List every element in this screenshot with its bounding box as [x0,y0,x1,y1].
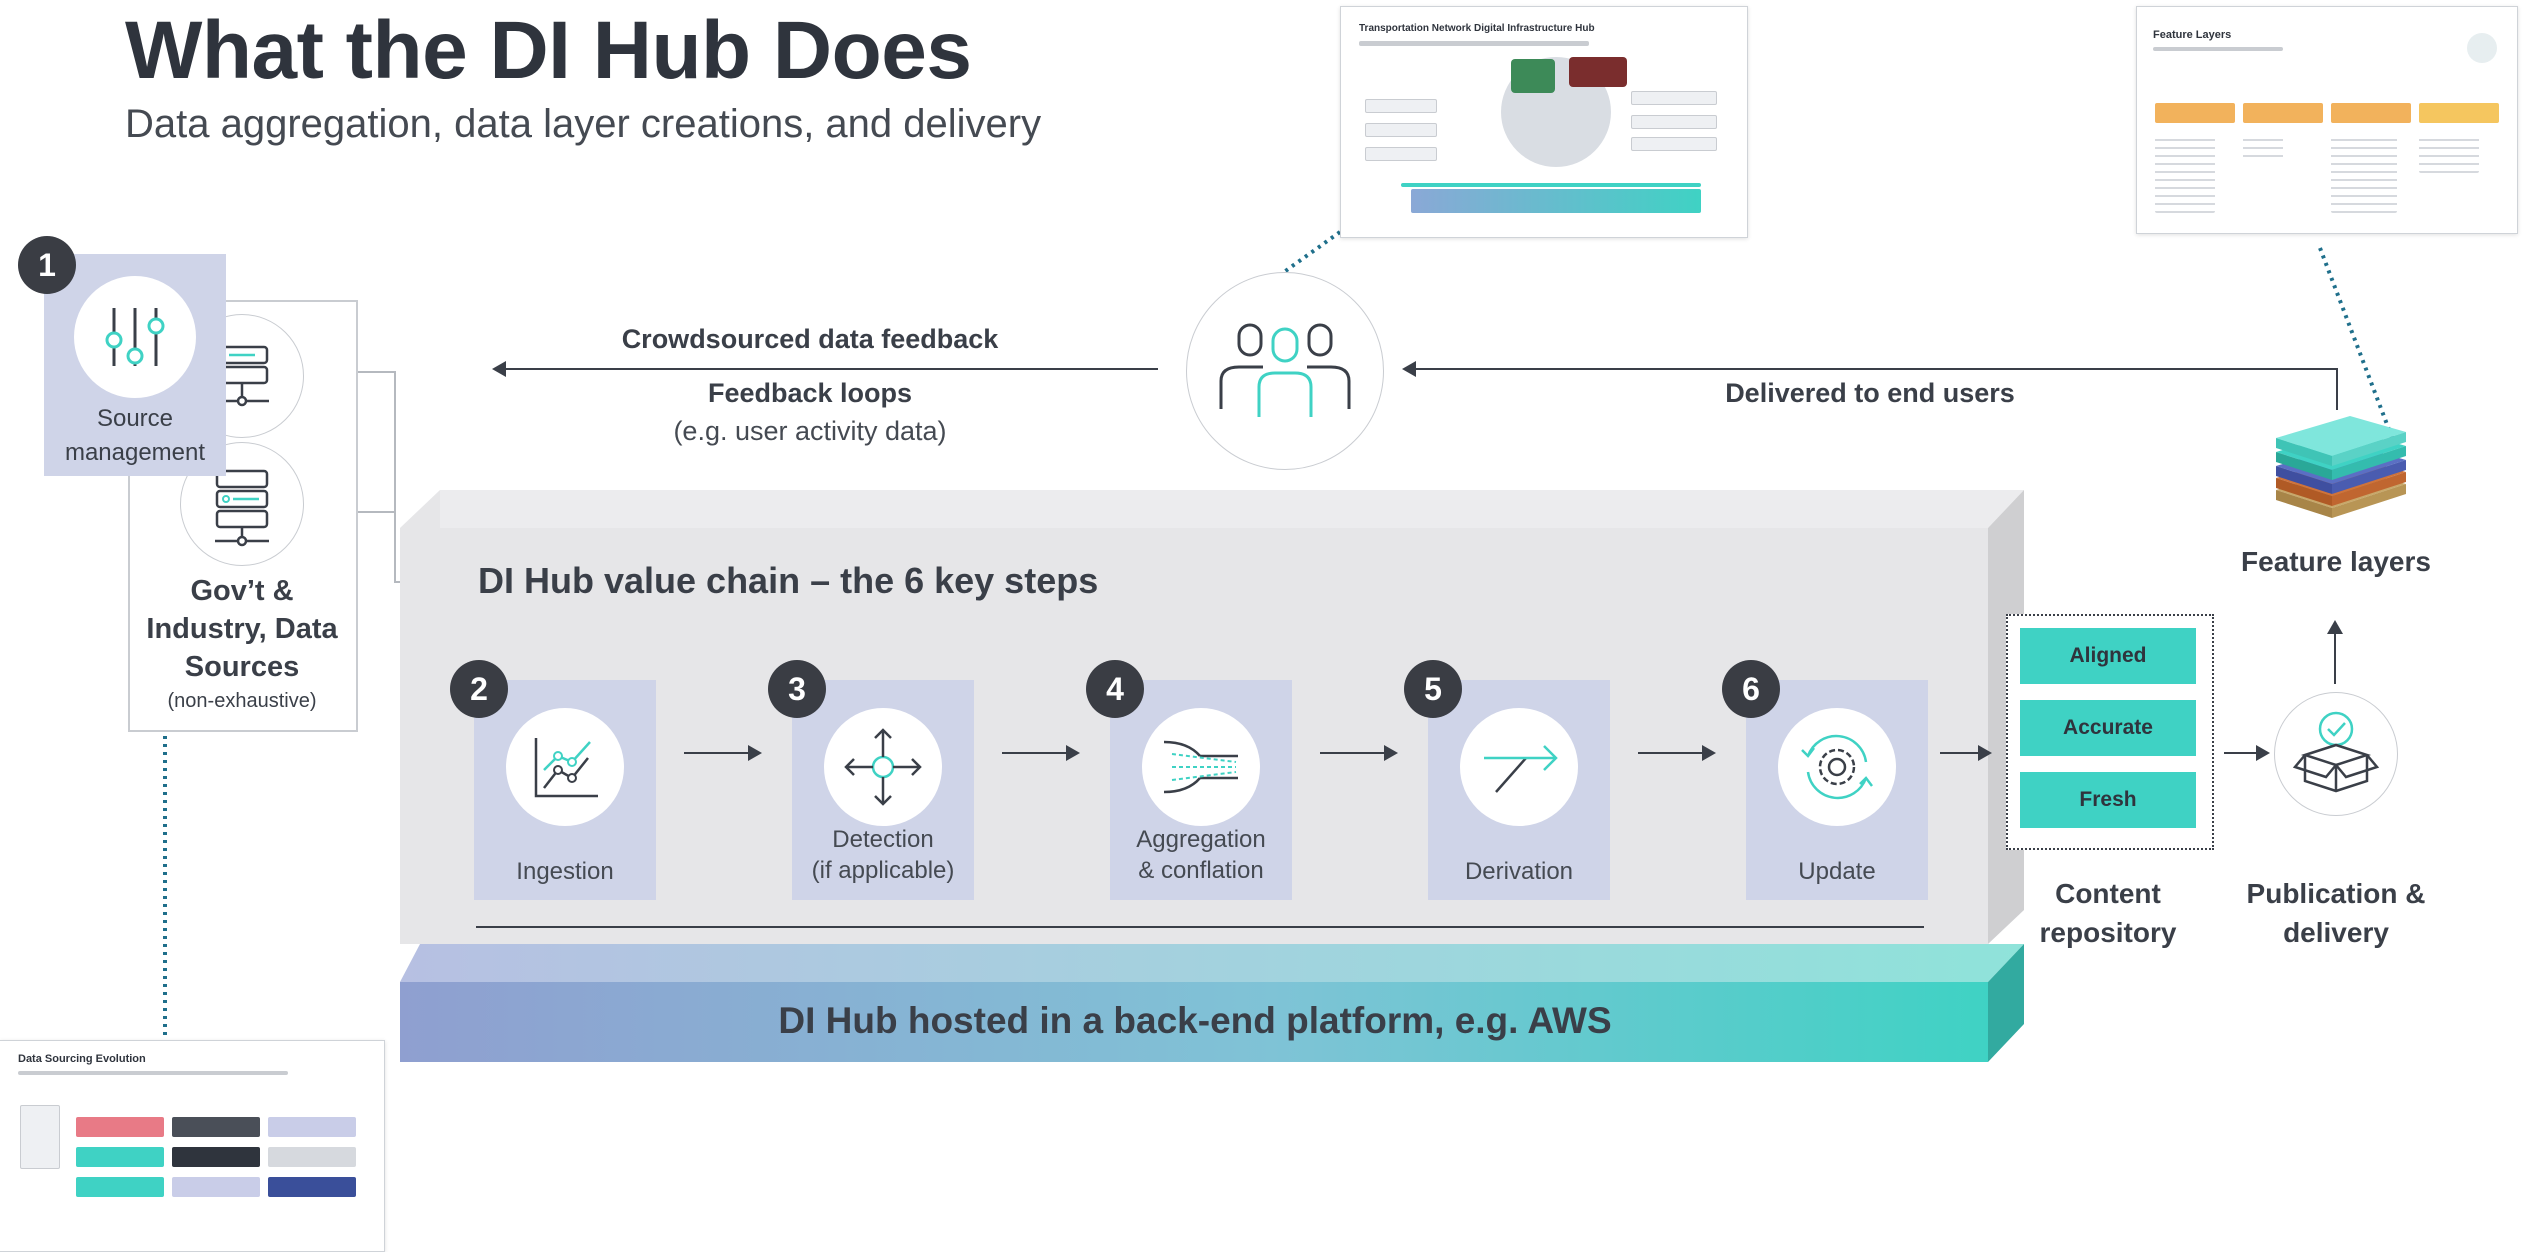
line-chart-icon [506,708,624,826]
step-label: Ingestion [516,858,614,885]
step-badge-5: 5 [1404,660,1462,718]
move-arrows-icon [824,708,942,826]
repo-item-aligned: Aligned [2020,628,2196,684]
feature-layers-thumbnail[interactable]: Feature Layers [2136,6,2518,234]
step-label: Detection (if applicable) [811,826,955,884]
data-sourcing-thumb-title: Data Sourcing Evolution [18,1053,146,1065]
dotted-link-network-thumb [1282,230,1342,274]
value-chain-title: DI Hub value chain – the 6 key steps [478,560,1099,601]
step-badge-4: 4 [1086,660,1144,718]
page-subtitle: Data aggregation, data layer creations, … [125,102,1042,146]
up-arrow [2334,628,2336,684]
data-sources-label: Gov’t & Industry, Data Sources [146,575,338,683]
platform-label: DI Hub hosted in a back-end platform, e.… [778,1000,1612,1041]
data-sourcing-thumbnail[interactable]: Data Sourcing Evolution [0,1040,385,1252]
step-badge-2: 2 [450,660,508,718]
feature-layers-stack-icon [2276,416,2406,518]
step-derivation[interactable]: Derivation [1428,680,1610,900]
step-update[interactable]: Update [1746,680,1928,900]
publication-label: Publication & delivery [2246,878,2426,948]
branch-arrow-icon [1460,708,1578,826]
step-arrow [684,745,762,761]
merge-lines-icon [1142,708,1260,826]
step-arrow [1638,745,1716,761]
network-hub-thumbnail[interactable]: Transportation Network Digital Infrastru… [1340,6,1748,238]
content-repository-label: Content repository [2039,878,2177,948]
source-management-label: Source management [64,405,206,466]
refresh-gear-icon [1778,708,1896,826]
step-aggregation[interactable]: Aggregation & conflation [1110,680,1292,900]
users-icon [1186,272,1384,470]
feedback-arrow [494,368,1158,370]
sliders-icon [74,276,196,398]
feedback-loops-label: Feedback loops [707,378,913,408]
step-detection[interactable]: Detection (if applicable) [792,680,974,900]
step-ingestion[interactable]: Ingestion [474,680,656,900]
dotted-link-feature-thumb [2318,247,2398,449]
package-check-icon [2274,692,2398,816]
step-label: Aggregation & conflation [1136,826,1266,884]
delivered-label: Delivered to end users [1725,378,2015,408]
step-badge-3: 3 [768,660,826,718]
step-label: Update [1798,858,1876,885]
feature-layers-label: Feature layers [2241,546,2431,577]
page-title: What the DI Hub Does [125,5,972,96]
step-arrow [2224,745,2270,761]
feedback-loops-example: (e.g. user activity data) [673,416,947,446]
data-sources-note: (non-exhaustive) [167,690,317,712]
step-badge-1: 1 [18,236,76,294]
delivered-arrow [1404,368,2338,370]
crowdsourced-feedback-label: Crowdsourced data feedback [621,324,999,354]
network-hub-thumb-title: Transportation Network Digital Infrastru… [1359,23,1595,34]
step-arrow [1320,745,1398,761]
step-arrow [1940,745,1992,761]
step-arrow [1002,745,1080,761]
step-label: Derivation [1464,858,1574,885]
source-management-box[interactable]: Source management [44,254,226,476]
step-badge-6: 6 [1722,660,1780,718]
repo-item-fresh: Fresh [2020,772,2196,828]
feature-layers-thumb-title: Feature Layers [2153,29,2232,41]
repo-item-accurate: Accurate [2020,700,2196,756]
